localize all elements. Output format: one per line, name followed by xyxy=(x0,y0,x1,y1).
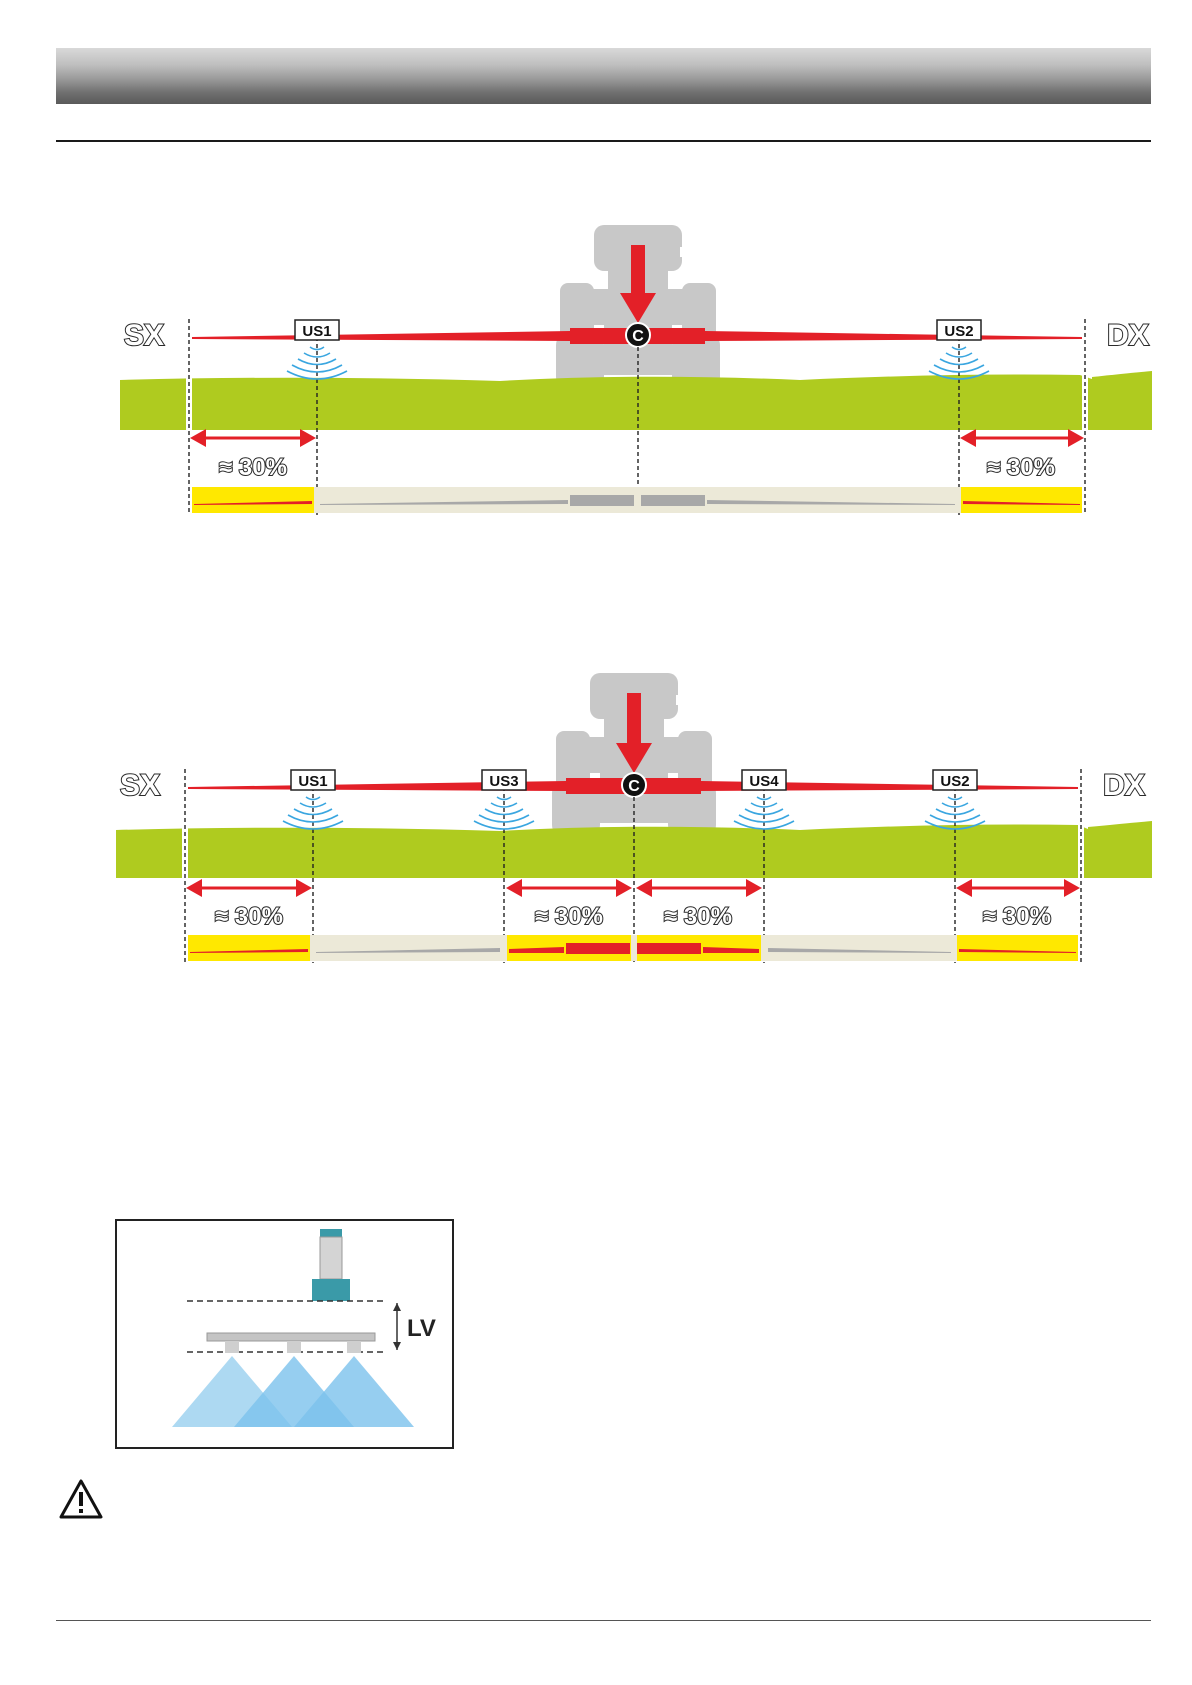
boom-bar xyxy=(207,1333,375,1341)
right-side-label: DX xyxy=(1107,319,1149,352)
boom-diagram-four-sensors: C US1 US3 US4 US2 SX DX ≈ 30% ≈ 30% ≈ 30… xyxy=(0,663,1192,973)
header-rule xyxy=(56,140,1151,142)
zone-percent-label: ≈ 30% xyxy=(987,454,1055,481)
control-zone xyxy=(957,935,1078,961)
center-label: C xyxy=(632,328,644,345)
sensor-label: US3 xyxy=(489,773,518,790)
control-zone xyxy=(961,487,1082,513)
coverage-strip xyxy=(188,935,1078,961)
sensor-label: US4 xyxy=(749,773,779,790)
header-bar xyxy=(56,48,1151,104)
boom-diagram-two-sensors: C US1 US2 SX DX ≈ 30% ≈ 30% xyxy=(0,215,1192,525)
ground xyxy=(120,375,1092,430)
zone-percent-label: ≈ 30% xyxy=(664,903,732,930)
center-label: C xyxy=(628,778,640,795)
zone-percent-label: ≈ 30% xyxy=(215,903,283,930)
control-zone xyxy=(192,487,314,513)
ground xyxy=(116,825,1088,878)
footer-rule xyxy=(56,1620,1151,1621)
zone-percent-label: ≈ 30% xyxy=(219,454,287,481)
warning-triangle-icon xyxy=(58,1478,104,1520)
zone-percent-label: ≈ 30% xyxy=(535,903,603,930)
sensor-label: US2 xyxy=(944,323,973,340)
coverage-strip xyxy=(192,487,1082,513)
boom-left xyxy=(192,331,570,341)
left-side-label: SX xyxy=(124,319,164,352)
zone-percent-label: ≈ 30% xyxy=(983,903,1051,930)
sensor-height-diagram: LV xyxy=(115,1219,454,1449)
sensor-label: US2 xyxy=(940,773,969,790)
boom-right xyxy=(705,331,1082,341)
lv-label: LV xyxy=(407,1315,436,1342)
control-zone xyxy=(188,935,310,961)
left-side-label: SX xyxy=(120,769,160,802)
right-side-label: DX xyxy=(1103,769,1145,802)
sensor-label: US1 xyxy=(298,773,327,790)
ultrasonic-sensor-icon xyxy=(312,1279,350,1301)
sensor-label: US1 xyxy=(302,323,331,340)
